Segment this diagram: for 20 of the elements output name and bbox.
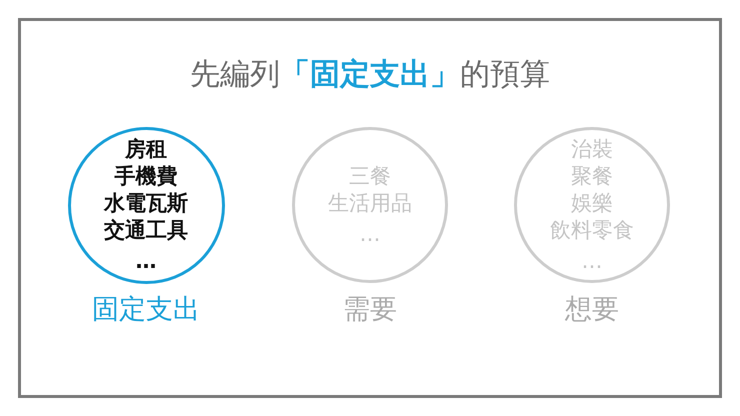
list-item: 治裝 [571,136,613,162]
category-circle [292,127,448,283]
category-circle [514,127,670,283]
list-item: 交通工具 [104,216,188,244]
list-item: … [360,220,380,248]
list-item: 生活用品 [328,190,412,216]
category-circle [68,126,224,284]
list-item: 娛樂 [571,190,613,216]
category-label: 需要 [343,294,397,326]
list-item: 房租 [125,136,167,162]
list-item: 飲料零食 [550,216,634,244]
list-item: 手機費 [114,162,178,190]
category-label: 想要 [565,294,619,326]
title: 先編列「固定支出」的預算 [190,57,550,93]
list-item: 聚餐 [571,162,613,190]
list-item: 水電瓦斯 [104,190,188,216]
list-item: 三餐 [349,162,391,190]
list-item: … [136,248,156,274]
list-item: … [582,248,602,274]
category-label: 固定支出 [92,294,200,326]
